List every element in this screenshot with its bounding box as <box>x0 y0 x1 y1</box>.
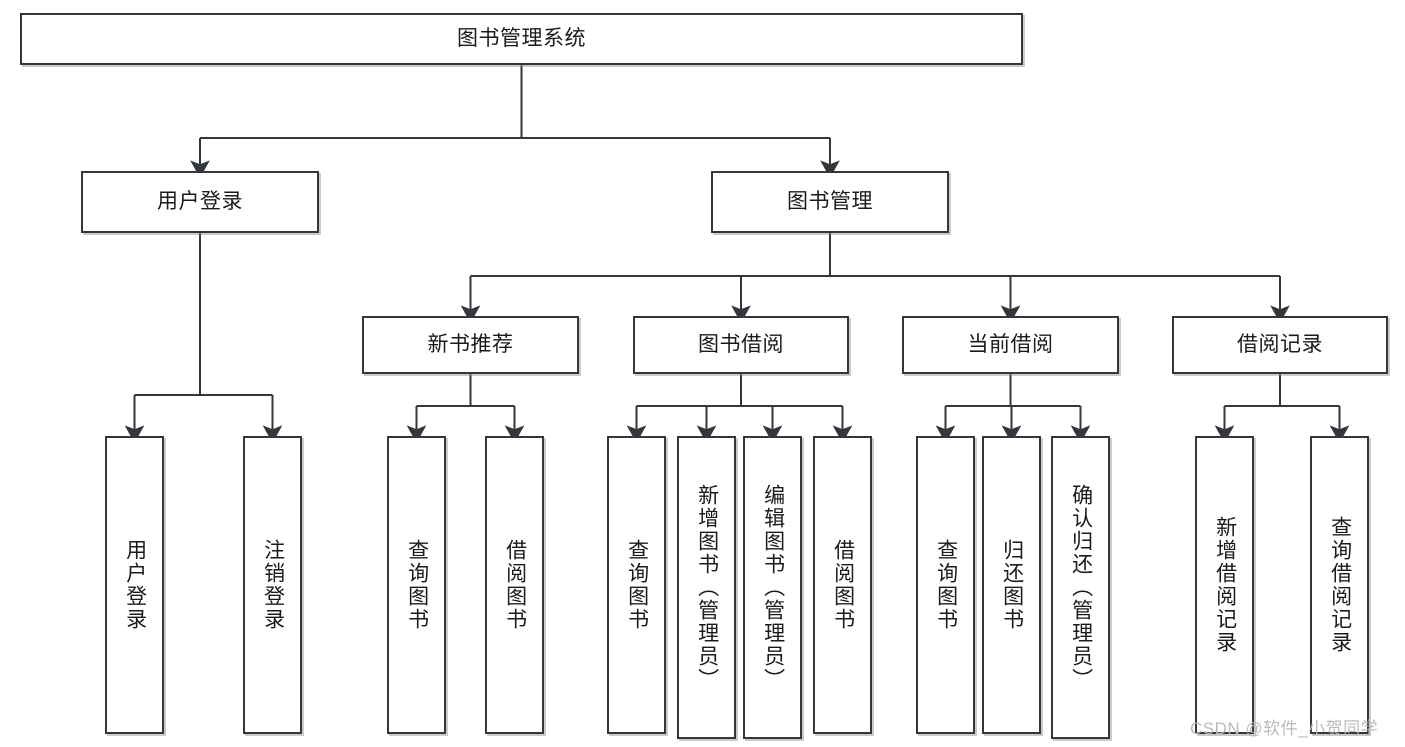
node-new-book-recommend[interactable]: 新书推荐 <box>362 316 579 374</box>
node-label: 借阅图书 <box>831 539 855 631</box>
node-label: 新书推荐 <box>427 332 514 356</box>
node-label: 归还图书 <box>1000 539 1024 631</box>
leaf-node-confirm-return-admin[interactable]: 确认归还（管理员） <box>1051 436 1110 739</box>
leaf-node-user-login[interactable]: 用户登录 <box>105 436 164 734</box>
leaf-node-borrow-book-2[interactable]: 借阅图书 <box>813 436 872 734</box>
node-label: 借阅图书 <box>503 539 527 631</box>
leaf-node-add-borrow-record[interactable]: 新增借阅记录 <box>1195 436 1254 734</box>
node-label: 查询图书 <box>625 539 649 631</box>
leaf-node-query-book-1[interactable]: 查询图书 <box>387 436 446 734</box>
node-label: 图书借阅 <box>698 332 784 356</box>
leaf-node-add-book-admin[interactable]: 新增图书（管理员） <box>677 436 736 739</box>
node-user-login[interactable]: 用户登录 <box>81 171 319 233</box>
node-label: 注销登录 <box>261 539 285 631</box>
node-label: 图书管理系统 <box>457 26 586 50</box>
leaf-node-query-book-2[interactable]: 查询图书 <box>607 436 666 734</box>
node-label: 确认归还（管理员） <box>1069 484 1093 691</box>
node-label: 新增图书（管理员） <box>695 484 719 691</box>
leaf-node-return-book[interactable]: 归还图书 <box>982 436 1041 734</box>
watermark: CSDN @软件_小贺同学 <box>1190 719 1379 738</box>
node-book-management[interactable]: 图书管理 <box>711 171 949 233</box>
node-label: 借阅记录 <box>1237 332 1323 356</box>
node-label: 查询图书 <box>405 539 429 631</box>
node-label: 用户登录 <box>123 539 147 631</box>
node-label: 当前借阅 <box>967 332 1054 356</box>
node-root[interactable]: 图书管理系统 <box>20 13 1023 65</box>
leaf-node-query-borrow-record[interactable]: 查询借阅记录 <box>1310 436 1369 734</box>
leaf-node-borrow-book-1[interactable]: 借阅图书 <box>485 436 544 734</box>
leaf-node-query-book-3[interactable]: 查询图书 <box>916 436 975 734</box>
node-label: 用户登录 <box>157 189 243 213</box>
node-label: 查询借阅记录 <box>1328 516 1352 654</box>
node-current-borrow[interactable]: 当前借阅 <box>902 316 1119 374</box>
leaf-node-edit-book-admin[interactable]: 编辑图书（管理员） <box>743 436 802 739</box>
leaf-node-logout[interactable]: 注销登录 <box>243 436 302 734</box>
node-book-borrow[interactable]: 图书借阅 <box>633 316 849 374</box>
node-label: 新增借阅记录 <box>1213 516 1237 654</box>
node-label: 编辑图书（管理员） <box>761 484 785 691</box>
node-label: 查询图书 <box>934 539 958 631</box>
node-borrow-record[interactable]: 借阅记录 <box>1172 316 1388 374</box>
node-label: 图书管理 <box>787 189 873 213</box>
edge-paths <box>124 65 1350 444</box>
